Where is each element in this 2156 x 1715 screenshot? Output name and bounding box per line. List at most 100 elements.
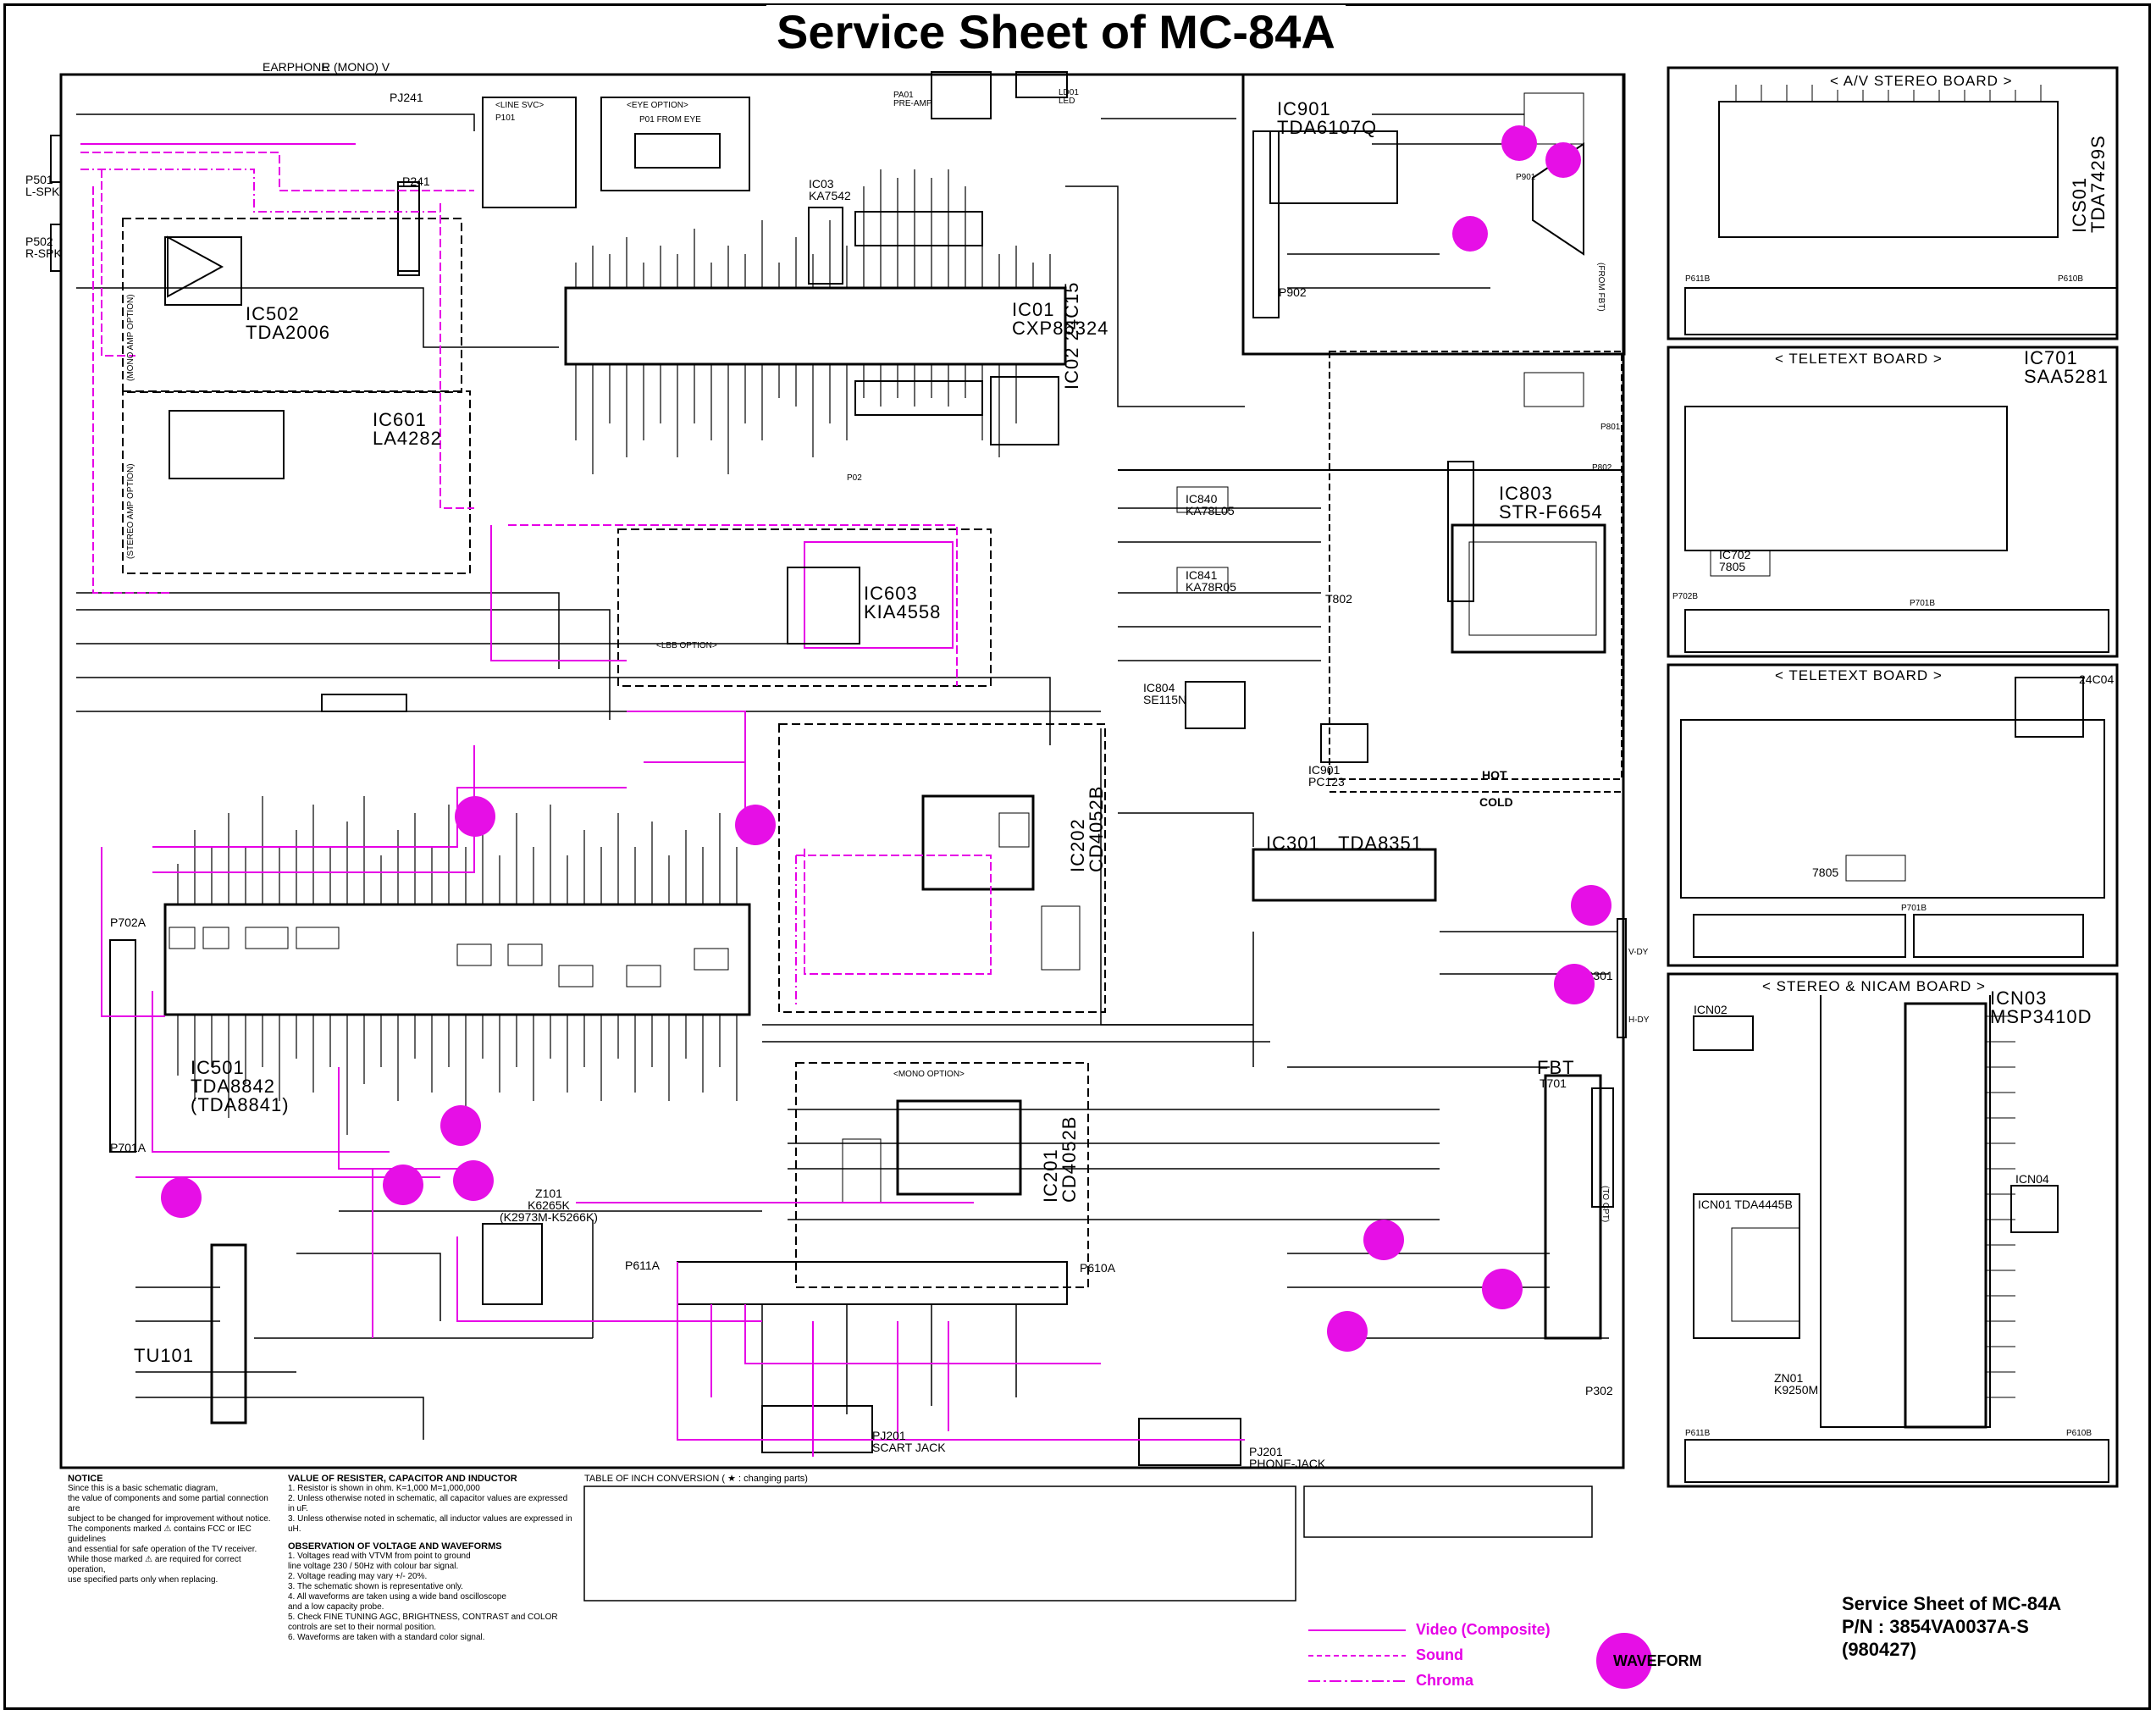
vdy-label: V-DY [1628,948,1649,957]
icn01-label: ICN01 TDA4445B [1698,1198,1793,1211]
earphone-label: EARPHONE [263,60,329,74]
fbt-label: FBT [1537,1057,1575,1078]
waveform-marker [455,796,495,837]
waveform-marker [1482,1269,1523,1309]
p610b-label-2: P610B [2066,1429,2092,1438]
waveform-marker [1363,1220,1404,1260]
sheet-frame [3,3,2151,1710]
t802-label: T802 [1325,592,1352,606]
lbb-option-label: <LBB OPTION> [656,641,717,650]
p701a-label: P701A [110,1141,146,1154]
waveform-marker [1501,125,1537,161]
p611b-label-2: P611B [1685,1429,1711,1438]
legend-sound: Sound [1416,1646,1463,1663]
t701-label: T701 [1540,1076,1567,1090]
hot-label: HOT [1482,768,1507,782]
waveform-marker [1327,1311,1368,1352]
p802-label: P802 [1592,463,1612,473]
av-board-title: < A/V STEREO BOARD > [1825,73,2018,90]
eye-option-label: <EYE OPTION> [627,101,688,110]
tu101-label: TU101 [134,1345,195,1366]
footer-title: Service Sheet of MC-84A [1842,1593,2062,1614]
pj241-label: PJ241 [390,91,423,104]
waveform-marker [440,1105,481,1146]
ic7805b-label: 7805 [1812,866,1839,879]
p702b-label: P702B [1672,592,1699,601]
ic02-label: IC02 24C15 [1061,281,1082,390]
stereo-amp-option-label: (STEREO AMP OPTION) [126,463,135,559]
p302-label: P302 [1585,1384,1613,1397]
waveform-marker [1554,964,1595,1004]
icn04-label: ICN04 [2015,1172,2049,1186]
waveform-legend-marker [1596,1633,1652,1689]
p902-label: P902 [1279,285,1307,299]
inch-conversion-title: TABLE OF INCH CONVERSION ( ★ : changing … [584,1474,808,1484]
footer-part-number: P/N : 3854VA0037A-S [1842,1616,2029,1637]
p241-label: P241 [402,174,430,188]
p02-label: P02 [847,473,862,483]
legend-waveform: WAVEFORM [1613,1652,1702,1669]
waveform-marker [735,805,776,845]
p701b-label-1: P701B [1910,599,1936,608]
ic24c04-label: 24C04 [2079,672,2115,686]
p610a-label: P610A [1080,1261,1116,1275]
icn02-label: ICN02 [1694,1003,1728,1016]
notice-block: NOTICE Since this is a basic schematic d… [68,1474,271,1585]
page-title: Service Sheet of MC-84A [766,5,1346,59]
mono-amp-option-label: (MONO AMP OPTION) [126,294,135,381]
p01-from-eye-label: P01 FROM EYE [639,115,701,124]
waveform-marker [383,1165,423,1205]
waveform-marker [1452,216,1488,252]
waveform-marker [1545,142,1581,178]
waveform-marker [1571,885,1611,926]
ic301-label: IC301 TDA8351 [1266,833,1424,854]
teletext-board-title-1: < TELETEXT BOARD > [1770,351,1948,368]
mono-label: R (MONO) V [322,60,390,74]
legend-video: Video (Composite) [1416,1621,1551,1638]
p701b-label-2: P701B [1901,904,1927,913]
from-fbt-label: (FROM FBT) [1596,263,1606,312]
p610b-label-1: P610B [2058,274,2084,284]
p611b-label-1: P611B [1685,274,1711,284]
cold-label: COLD [1479,795,1513,809]
line-svc-label: <LINE SVC> [495,101,545,110]
p611a-label: P611A [625,1259,660,1272]
teletext-board-title-2: < TELETEXT BOARD > [1770,667,1948,684]
p702a-label: P702A [110,916,146,929]
nicam-board-title: < STEREO & NICAM BOARD > [1757,978,1991,995]
p901-label: P901 [1516,173,1536,182]
footer-block: Service Sheet of MC-84A P/N : 3854VA0037… [1842,1592,2061,1661]
p801-label: P801 [1600,423,1621,432]
legend-chroma: Chroma [1416,1672,1474,1689]
p101-label: P101 [495,113,516,123]
hdy-label: H-DY [1628,1015,1650,1025]
mono-option-label: <MONO OPTION> [893,1070,965,1079]
footer-date: (980427) [1842,1639,1917,1660]
